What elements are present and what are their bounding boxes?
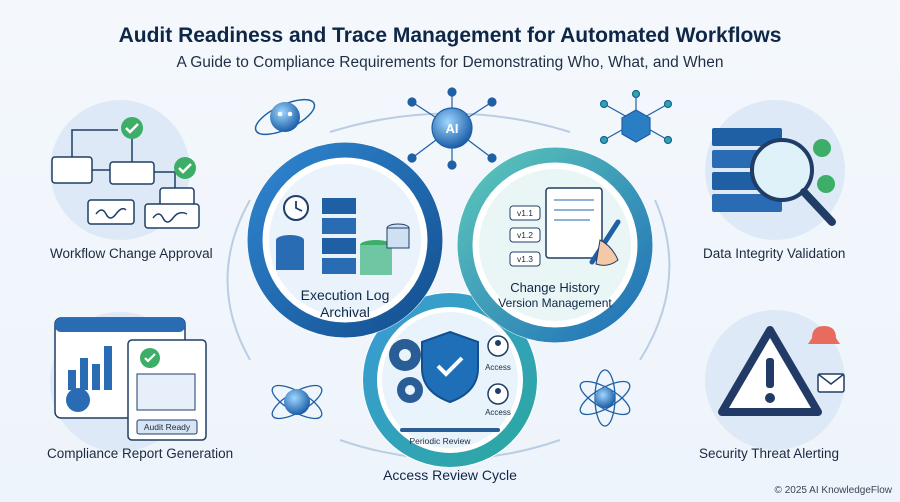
change-history-line1: Change History — [510, 280, 600, 295]
ai-network-icon — [407, 87, 497, 170]
execution-log-line1: Execution Log — [300, 287, 390, 303]
clock-icon — [283, 195, 309, 221]
review-timeline-bar — [400, 428, 500, 432]
approved-check-mark — [125, 123, 139, 134]
page-title: Audit Readiness and Trace Management for… — [118, 24, 782, 47]
access-label-1: Access — [485, 363, 511, 372]
pen-hand-icon — [589, 219, 621, 266]
workflow-change-approval-label: Workflow Change Approval — [50, 246, 213, 261]
atom-node-icon — [579, 369, 631, 427]
user-avatar-icon — [487, 335, 509, 405]
change-history-line2: Version Management — [498, 296, 612, 310]
warning-triangle-icon — [718, 326, 822, 416]
change-history-label: Change History Version Management — [480, 280, 630, 310]
version-document-icon — [509, 187, 603, 267]
copyright-notice: © 2025 AI KnowledgeFlow — [774, 485, 892, 496]
approved-check-icon-2 — [174, 157, 196, 179]
gear-icon — [389, 339, 423, 403]
data-integrity-validation-label: Data Integrity Validation — [703, 246, 846, 261]
cube-network-icon — [599, 89, 673, 145]
approved-check-icon — [121, 117, 143, 139]
database-magnifier-icon — [712, 128, 836, 226]
version-label-2: v1.2 — [517, 230, 533, 240]
ai-badge-label: AI — [446, 121, 459, 136]
integrity-check-icon — [813, 139, 831, 157]
access-label-2: Access — [485, 408, 511, 417]
approved-check-mark-2 — [178, 163, 192, 174]
integrity-check-icon-2 — [817, 175, 835, 193]
robot-atom-icon — [254, 98, 316, 136]
orbit-sphere-icon — [271, 384, 323, 420]
security-threat-alerting-label: Security Threat Alerting — [699, 446, 840, 461]
execution-log-line2: Archival — [320, 304, 370, 320]
database-stack-icon — [276, 198, 410, 275]
report-check-mark — [144, 353, 156, 363]
periodic-review-label: Periodic Review — [410, 436, 472, 446]
compliance-report-icon — [54, 317, 207, 441]
alert-bell-icon — [808, 326, 840, 344]
workflow-flowchart-icon — [51, 129, 200, 229]
compliance-report-generation-label: Compliance Report Generation — [47, 446, 234, 461]
access-review-cycle-label: Access Review Cycle — [383, 467, 517, 483]
version-label-3: v1.3 — [517, 254, 533, 264]
version-label-1: v1.1 — [517, 208, 533, 218]
execution-log-label: Execution Log Archival — [270, 287, 420, 320]
audit-ready-tag: Audit Ready — [144, 422, 191, 432]
shield-check-icon — [421, 330, 479, 404]
page-subtitle: A Guide to Compliance Requirements for D… — [176, 54, 724, 71]
